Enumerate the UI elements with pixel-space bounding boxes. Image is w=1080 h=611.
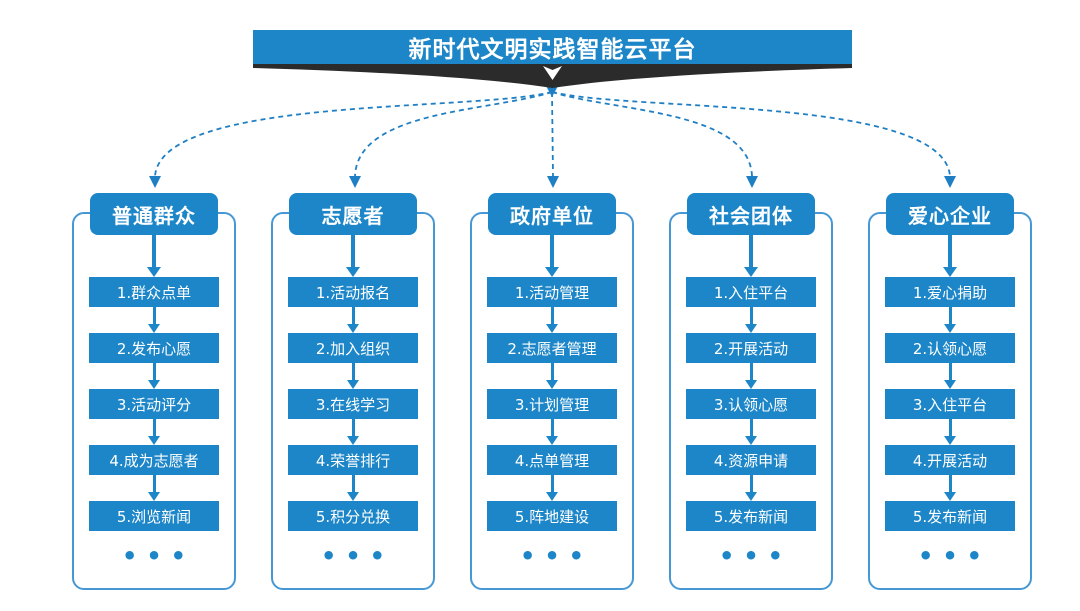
down-arrow-icon (546, 363, 558, 389)
step-box: 4.成为志愿者 (89, 445, 219, 475)
step-box: 4.荣誉排行 (288, 445, 418, 475)
down-arrow-icon (745, 363, 757, 389)
step-box: 3.计划管理 (487, 389, 617, 419)
step-box: 5.阵地建设 (487, 501, 617, 531)
down-arrow-icon (745, 419, 757, 445)
column-volunteers: 志愿者 1.活动报名 2.加入组织 3.在线学习 4.荣誉排行 5.积分兑换 •… (271, 193, 435, 590)
column-header: 志愿者 (289, 193, 417, 235)
dashed-connector-4 (551, 91, 753, 177)
down-arrow-icon (347, 363, 359, 389)
down-arrow-icon (745, 475, 757, 501)
step-box: 4.资源申请 (686, 445, 816, 475)
dashed-connector-3 (551, 91, 554, 177)
ellipsis: ••• (917, 542, 992, 570)
down-arrow-icon (347, 475, 359, 501)
arrowhead-icon (746, 176, 758, 188)
dashed-connector-2 (354, 91, 553, 177)
down-arrow-icon (943, 235, 957, 277)
step-box: 5.浏览新闻 (89, 501, 219, 531)
ellipsis: ••• (320, 542, 395, 570)
step-box: 5.积分兑换 (288, 501, 418, 531)
step-box: 5.发布新闻 (686, 501, 816, 531)
down-arrow-icon (944, 307, 956, 333)
step-box: 1.活动报名 (288, 277, 418, 307)
step-box: 1.群众点单 (89, 277, 219, 307)
arrowhead-icon (547, 176, 559, 188)
step-box: 3.活动评分 (89, 389, 219, 419)
down-arrow-icon (545, 235, 559, 277)
arrowhead-icon (944, 176, 956, 188)
column-caring-enterprises: 爱心企业 1.爱心捐助 2.认领心愿 3.入住平台 4.开展活动 5.发布新闻 … (868, 193, 1032, 590)
platform-title-banner: 新时代文明实践智能云平台 (253, 30, 852, 64)
ellipsis: ••• (718, 542, 793, 570)
down-arrow-icon (346, 235, 360, 277)
step-box: 4.点单管理 (487, 445, 617, 475)
step-box: 2.认领心愿 (885, 333, 1015, 363)
columns-row: 普通群众 1.群众点单 2.发布心愿 3.活动评分 4.成为志愿者 5.浏览新闻… (72, 193, 1032, 590)
step-box: 2.加入组织 (288, 333, 418, 363)
ellipsis: ••• (121, 542, 196, 570)
down-arrow-icon (148, 307, 160, 333)
step-box: 3.认领心愿 (686, 389, 816, 419)
step-box: 1.入住平台 (686, 277, 816, 307)
down-arrow-icon (347, 419, 359, 445)
column-header: 社会团体 (687, 193, 815, 235)
banner-ribbon-icon (253, 63, 852, 88)
down-arrow-icon (944, 475, 956, 501)
down-arrow-icon (148, 419, 160, 445)
down-arrow-icon (944, 419, 956, 445)
column-header: 政府单位 (488, 193, 616, 235)
dashed-connector-5 (551, 91, 951, 177)
down-arrow-icon (546, 475, 558, 501)
arrowhead-icon (349, 176, 361, 188)
step-box: 1.活动管理 (487, 277, 617, 307)
down-chevron-icon (543, 66, 562, 80)
step-box: 5.发布新闻 (885, 501, 1015, 531)
dashed-connector-1 (154, 91, 553, 177)
down-arrow-icon (147, 235, 161, 277)
step-box: 3.入住平台 (885, 389, 1015, 419)
column-general-public: 普通群众 1.群众点单 2.发布心愿 3.活动评分 4.成为志愿者 5.浏览新闻… (72, 193, 236, 590)
down-arrow-icon (546, 419, 558, 445)
step-box: 2.开展活动 (686, 333, 816, 363)
column-header: 普通群众 (90, 193, 218, 235)
ellipsis: ••• (519, 542, 594, 570)
column-social-groups: 社会团体 1.入住平台 2.开展活动 3.认领心愿 4.资源申请 5.发布新闻 … (669, 193, 833, 590)
down-arrow-icon (546, 307, 558, 333)
column-header: 爱心企业 (886, 193, 1014, 235)
down-arrow-icon (347, 307, 359, 333)
step-box: 2.志愿者管理 (487, 333, 617, 363)
down-arrow-icon (148, 363, 160, 389)
arrowhead-icon (149, 176, 161, 188)
column-government: 政府单位 1.活动管理 2.志愿者管理 3.计划管理 4.点单管理 5.阵地建设… (470, 193, 634, 590)
down-arrow-icon (944, 363, 956, 389)
down-arrow-icon (745, 307, 757, 333)
down-arrow-icon (148, 475, 160, 501)
step-box: 3.在线学习 (288, 389, 418, 419)
down-arrow-icon (744, 235, 758, 277)
step-box: 2.发布心愿 (89, 333, 219, 363)
step-box: 1.爱心捐助 (885, 277, 1015, 307)
step-box: 4.开展活动 (885, 445, 1015, 475)
